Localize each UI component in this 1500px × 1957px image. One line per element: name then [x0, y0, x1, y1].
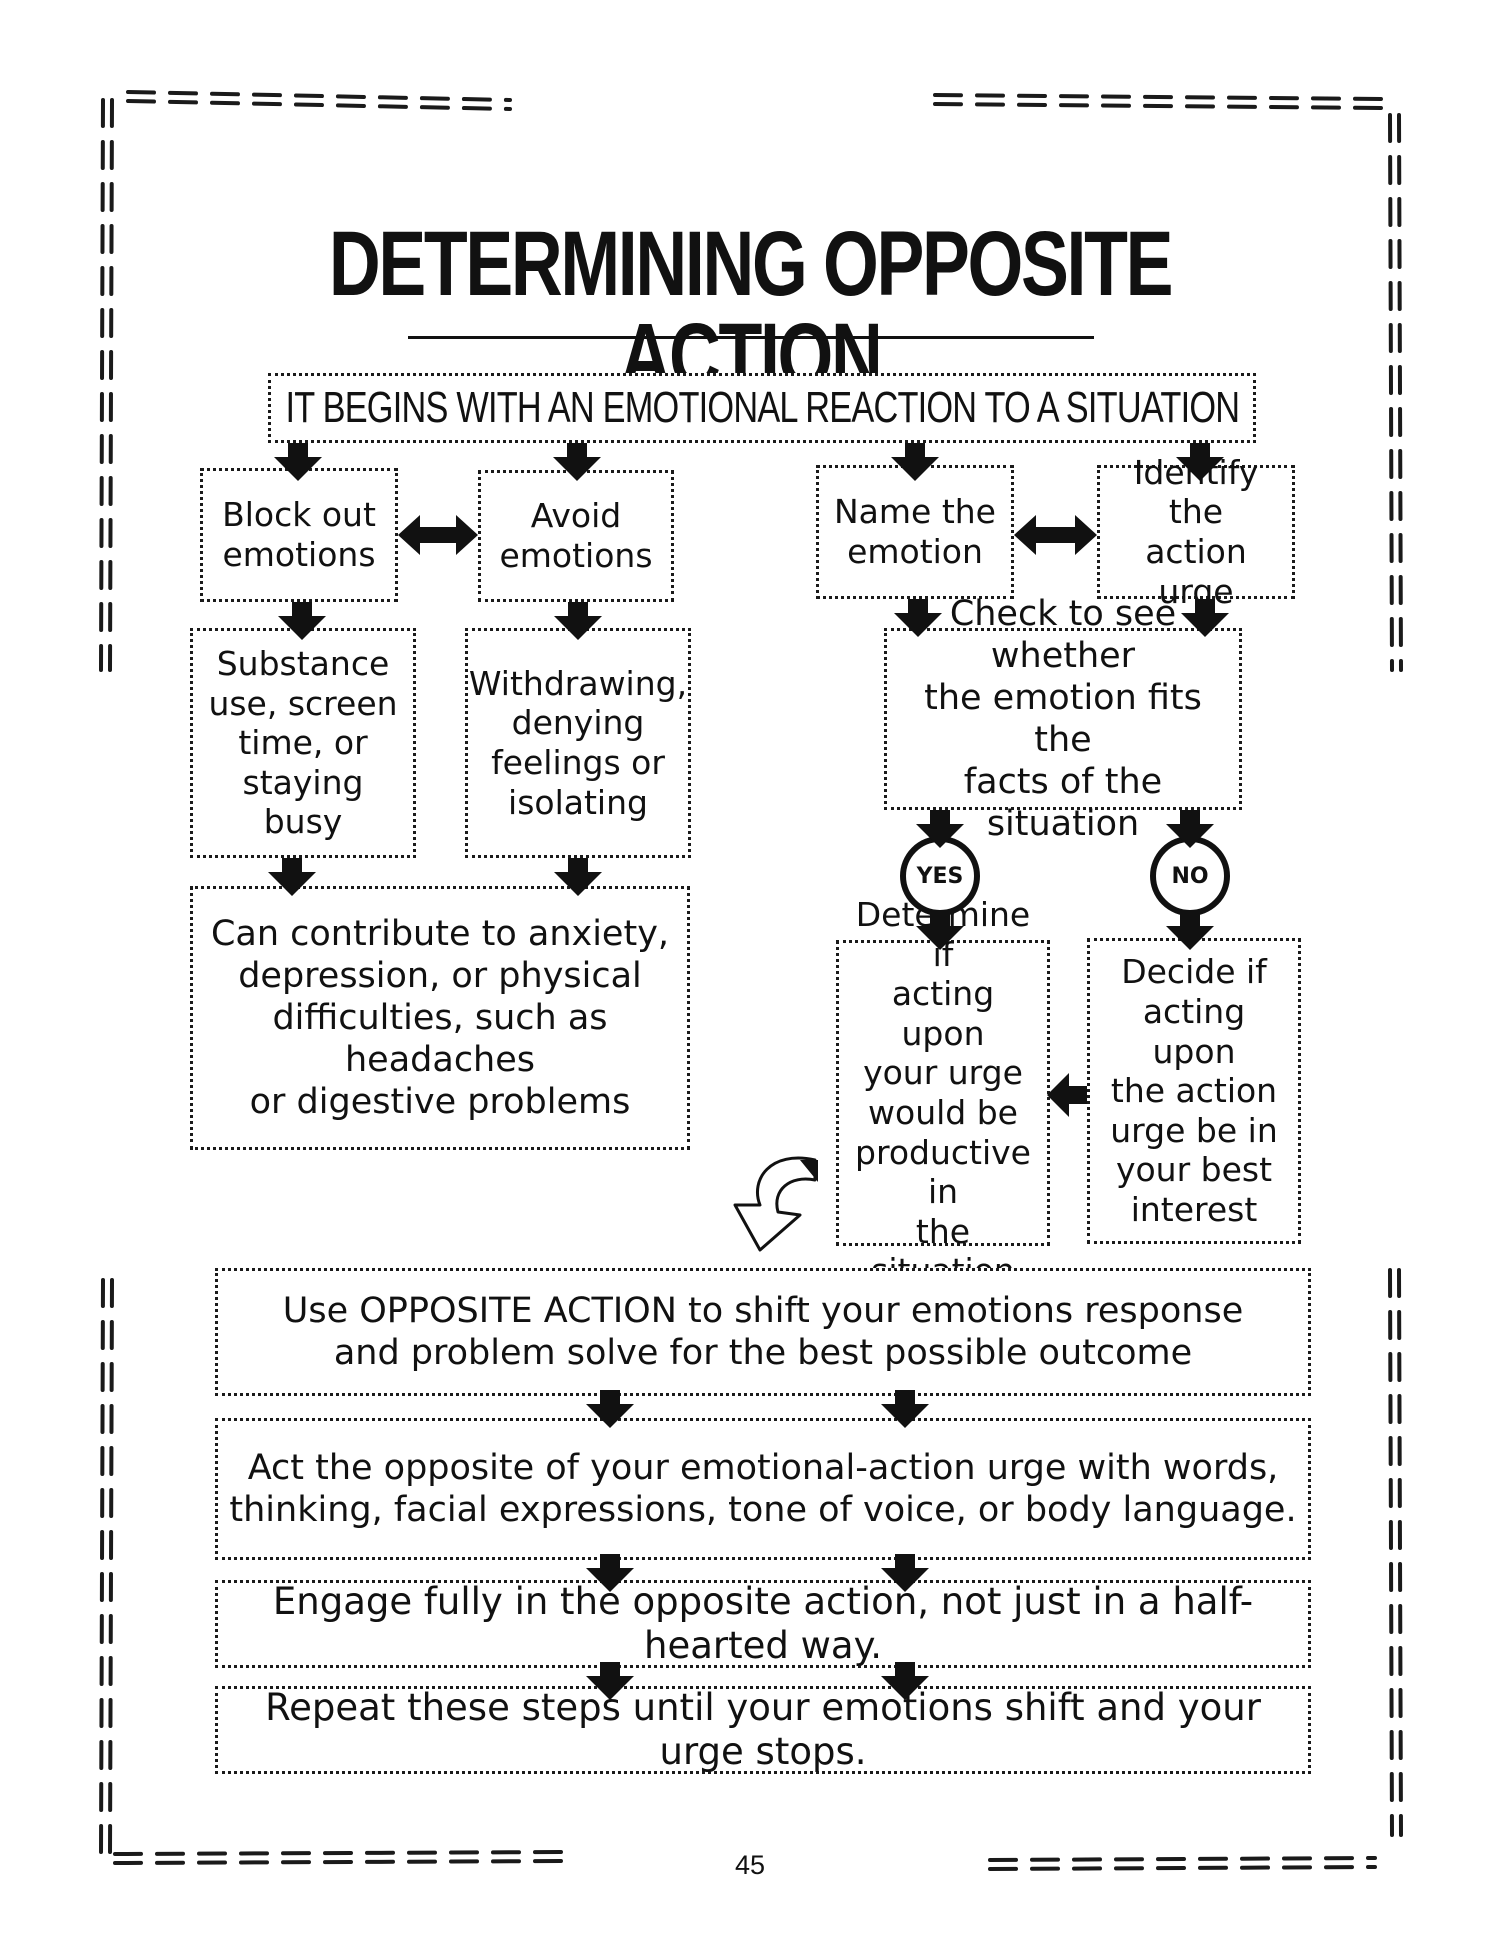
- name-the-emotion-box: Name the emotion: [816, 465, 1014, 599]
- page-title: DETERMINING OPPOSITE ACTION: [328, 213, 1174, 407]
- withdrawing-box: Withdrawing, denying feelings or isolati…: [465, 628, 691, 858]
- frame-right-top-a: [1388, 113, 1394, 672]
- emotional-reaction-text: IT BEGINS WITH AN EMOTIONAL REACTION TO …: [285, 382, 1240, 432]
- frame-top-left-a: [126, 90, 512, 102]
- step-use-opposite-action: Use OPPOSITE ACTION to shift your emotio…: [215, 1268, 1311, 1396]
- frame-left-top-a: [99, 98, 105, 672]
- yes-badge: YES: [900, 836, 980, 916]
- frame-top-right-a: [933, 93, 1387, 101]
- substance-use-box: Substance use, screen time, or staying b…: [190, 628, 416, 858]
- step-engage-fully: Engage fully in the opposite action, not…: [215, 1580, 1311, 1668]
- step-repeat: Repeat these steps until your emotions s…: [215, 1686, 1311, 1774]
- step-act-the-opposite: Act the opposite of your emotional-actio…: [215, 1418, 1311, 1560]
- frame-bottom-left-a: [113, 1850, 567, 1856]
- block-out-emotions-box: Block out emotions: [200, 468, 398, 602]
- frame-bottom-right-a: [988, 1856, 1377, 1862]
- identify-action-urge-box: Identify the action urge: [1097, 453, 1295, 611]
- title-underline: [408, 336, 1094, 339]
- frame-bottom-right-b: [988, 1865, 1377, 1871]
- frame-right-bottom-b: [1397, 1268, 1403, 1837]
- frame-left-bottom-a: [99, 1278, 105, 1857]
- page-number: 45: [734, 1850, 766, 1880]
- check-facts-box: Check to see whether the emotion fits th…: [884, 594, 1242, 844]
- frame-top-left-b: [126, 99, 512, 111]
- determine-productive-box: Determine if acting upon your urge would…: [836, 895, 1050, 1290]
- avoid-emotions-box: Avoid emotions: [478, 470, 674, 602]
- frame-right-bottom-a: [1388, 1268, 1394, 1837]
- frame-bottom-left-b: [113, 1859, 567, 1865]
- no-badge: NO: [1150, 836, 1230, 916]
- health-effects-box: Can contribute to anxiety, depression, o…: [190, 886, 690, 1150]
- frame-top-right-b: [933, 102, 1387, 110]
- frame-left-bottom-b: [108, 1278, 114, 1857]
- frame-right-top-b: [1397, 113, 1403, 672]
- emotional-reaction-box: IT BEGINS WITH AN EMOTIONAL REACTION TO …: [268, 373, 1256, 443]
- decide-best-interest-box: Decide if acting upon the action urge be…: [1087, 938, 1301, 1244]
- frame-left-top-b: [108, 98, 114, 672]
